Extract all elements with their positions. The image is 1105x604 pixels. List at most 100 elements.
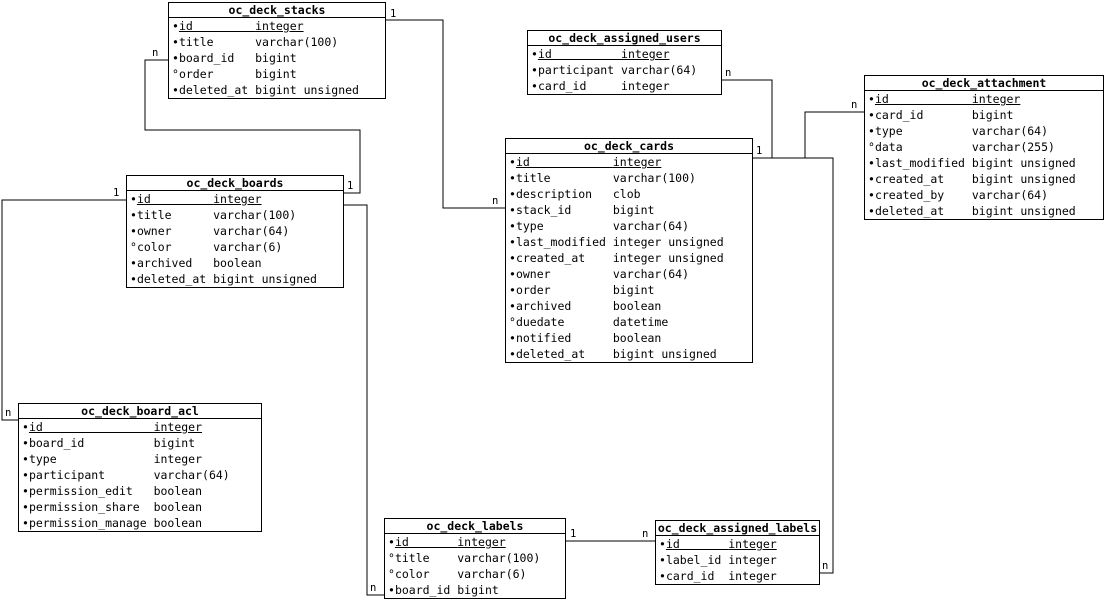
field-type: varchar(64) (153, 468, 230, 482)
nullability-icon: • (868, 188, 875, 202)
field-type: integer (728, 537, 777, 551)
nullability-icon: • (509, 331, 516, 345)
field-name: description (515, 187, 613, 201)
field-name: stack_id (515, 203, 613, 217)
field-name: id (178, 19, 256, 33)
field-row-oc_deck_cards-duedate: °duedate datetime (506, 314, 752, 330)
field-type: integer (621, 47, 670, 61)
field-name: id (665, 537, 729, 551)
field-type: bigint (457, 583, 499, 597)
field-row-oc_deck_board_acl-permission_share: •permission_share boolean (19, 499, 261, 515)
entity-table-oc_deck_boards: oc_deck_boards •id integer•title varchar… (126, 175, 344, 288)
nullability-icon: • (868, 172, 875, 186)
cardinality-label-labels-to-assigned-labels-n: n (642, 528, 648, 540)
field-name: board_id (28, 436, 154, 450)
field-name: deleted_at (178, 83, 256, 97)
nullability-icon: ° (172, 67, 179, 81)
field-name: permission_share (28, 500, 154, 514)
field-row-oc_deck_labels-color: °color varchar(6) (385, 566, 565, 582)
field-name: created_by (874, 188, 972, 202)
nullability-icon: • (531, 79, 538, 93)
field-name: id (394, 535, 458, 549)
nullability-icon: • (130, 256, 137, 270)
field-row-oc_deck_cards-last_modified: •last_modified integer unsigned (506, 234, 752, 250)
field-type: varchar(64) (971, 124, 1049, 138)
nullability-icon: • (388, 535, 395, 549)
field-type: bigint (971, 108, 1014, 122)
field-name: id (874, 92, 972, 106)
field-name: data (874, 140, 972, 154)
field-row-oc_deck_assigned_users-id: •id integer (528, 46, 721, 62)
field-name: archived (515, 299, 613, 313)
field-row-oc_deck_stacks-order: °order bigint (169, 66, 385, 82)
nullability-icon: • (130, 192, 137, 206)
field-type: datetime (612, 315, 669, 329)
field-row-oc_deck_boards-color: °color varchar(6) (127, 239, 343, 255)
field-type: integer (153, 420, 203, 434)
field-name: title (515, 171, 613, 185)
field-name: participant (28, 468, 154, 482)
entity-table-oc_deck_assigned_users: oc_deck_assigned_users •id integer•parti… (527, 30, 722, 95)
field-row-oc_deck_board_acl-type: •type integer (19, 451, 261, 467)
cardinality-label-boards-to-board-acl-n: n (5, 407, 11, 419)
field-name: card_id (537, 79, 622, 93)
nullability-icon: • (172, 83, 179, 97)
field-type: varchar(100) (255, 35, 339, 49)
cardinality-label-stacks-to-cards-1: 1 (390, 8, 396, 20)
field-type: varchar(100) (457, 551, 541, 565)
nullability-icon: • (868, 108, 875, 122)
field-row-oc_deck_boards-id: •id integer (127, 191, 343, 207)
cardinality-label-cards-to-assigned-users-n: n (725, 67, 731, 79)
nullability-icon: • (509, 347, 516, 361)
field-name: type (28, 452, 154, 466)
field-type: bigint (153, 436, 196, 450)
field-name: permission_edit (28, 484, 154, 498)
field-type: integer (255, 19, 304, 33)
field-name: type (874, 124, 972, 138)
field-type: integer (612, 155, 662, 169)
table-field-list: •id integer•card_id bigint•type varchar(… (865, 91, 1103, 219)
nullability-icon: • (172, 35, 179, 49)
field-row-oc_deck_attachment-last_modified: •last_modified bigint unsigned (865, 155, 1103, 171)
field-row-oc_deck_stacks-deleted_at: •deleted_at bigint unsigned (169, 82, 385, 98)
field-type: boolean (153, 500, 203, 514)
relationship-cards-to-assigned-labels (753, 157, 834, 574)
entity-table-oc_deck_board_acl: oc_deck_board_acl •id integer•board_id b… (18, 403, 262, 532)
field-row-oc_deck_attachment-created_by: •created_by varchar(64) (865, 187, 1103, 203)
field-type: varchar(6) (457, 567, 527, 581)
cardinality-label-cards-to-assigned-labels-n: n (822, 560, 828, 572)
field-type: boolean (612, 331, 662, 345)
table-field-list: •id integer•board_id bigint•type integer… (19, 419, 261, 531)
field-row-oc_deck_stacks-title: •title varchar(100) (169, 34, 385, 50)
table-name-oc_deck_cards: oc_deck_cards (506, 139, 752, 154)
nullability-icon: • (659, 553, 666, 567)
nullability-icon: • (130, 272, 137, 286)
entity-table-oc_deck_labels: oc_deck_labels •id integer°title varchar… (384, 518, 566, 599)
field-name: notified (515, 331, 613, 345)
nullability-icon: • (659, 537, 666, 551)
field-type: varchar(6) (213, 240, 283, 254)
field-row-oc_deck_attachment-id: •id integer (865, 91, 1103, 107)
field-name: title (394, 551, 458, 565)
field-name: deleted_at (874, 204, 972, 218)
cardinality-label-labels-to-assigned-labels-1: 1 (570, 528, 576, 540)
field-name: color (394, 567, 458, 581)
field-row-oc_deck_attachment-deleted_at: •deleted_at bigint unsigned (865, 203, 1103, 219)
entity-table-oc_deck_stacks: oc_deck_stacks •id integer•title varchar… (168, 2, 386, 99)
field-row-oc_deck_stacks-id: •id integer (169, 18, 385, 34)
field-name: id (136, 192, 214, 206)
field-name: owner (515, 267, 613, 281)
table-field-list: •id integer°title varchar(100)°color var… (385, 534, 565, 598)
field-name: id (537, 47, 622, 61)
field-type: varchar(64) (612, 267, 690, 281)
field-type: boolean (612, 299, 662, 313)
field-type: bigint (255, 51, 297, 65)
field-type: integer (621, 79, 670, 93)
field-row-oc_deck_attachment-data: °data varchar(255) (865, 139, 1103, 155)
field-name: label_id (665, 553, 729, 567)
relationship-boards-to-board-acl (1, 199, 126, 421)
nullability-icon: • (388, 583, 395, 597)
field-name: archived (136, 256, 214, 270)
nullability-icon: • (509, 155, 516, 169)
